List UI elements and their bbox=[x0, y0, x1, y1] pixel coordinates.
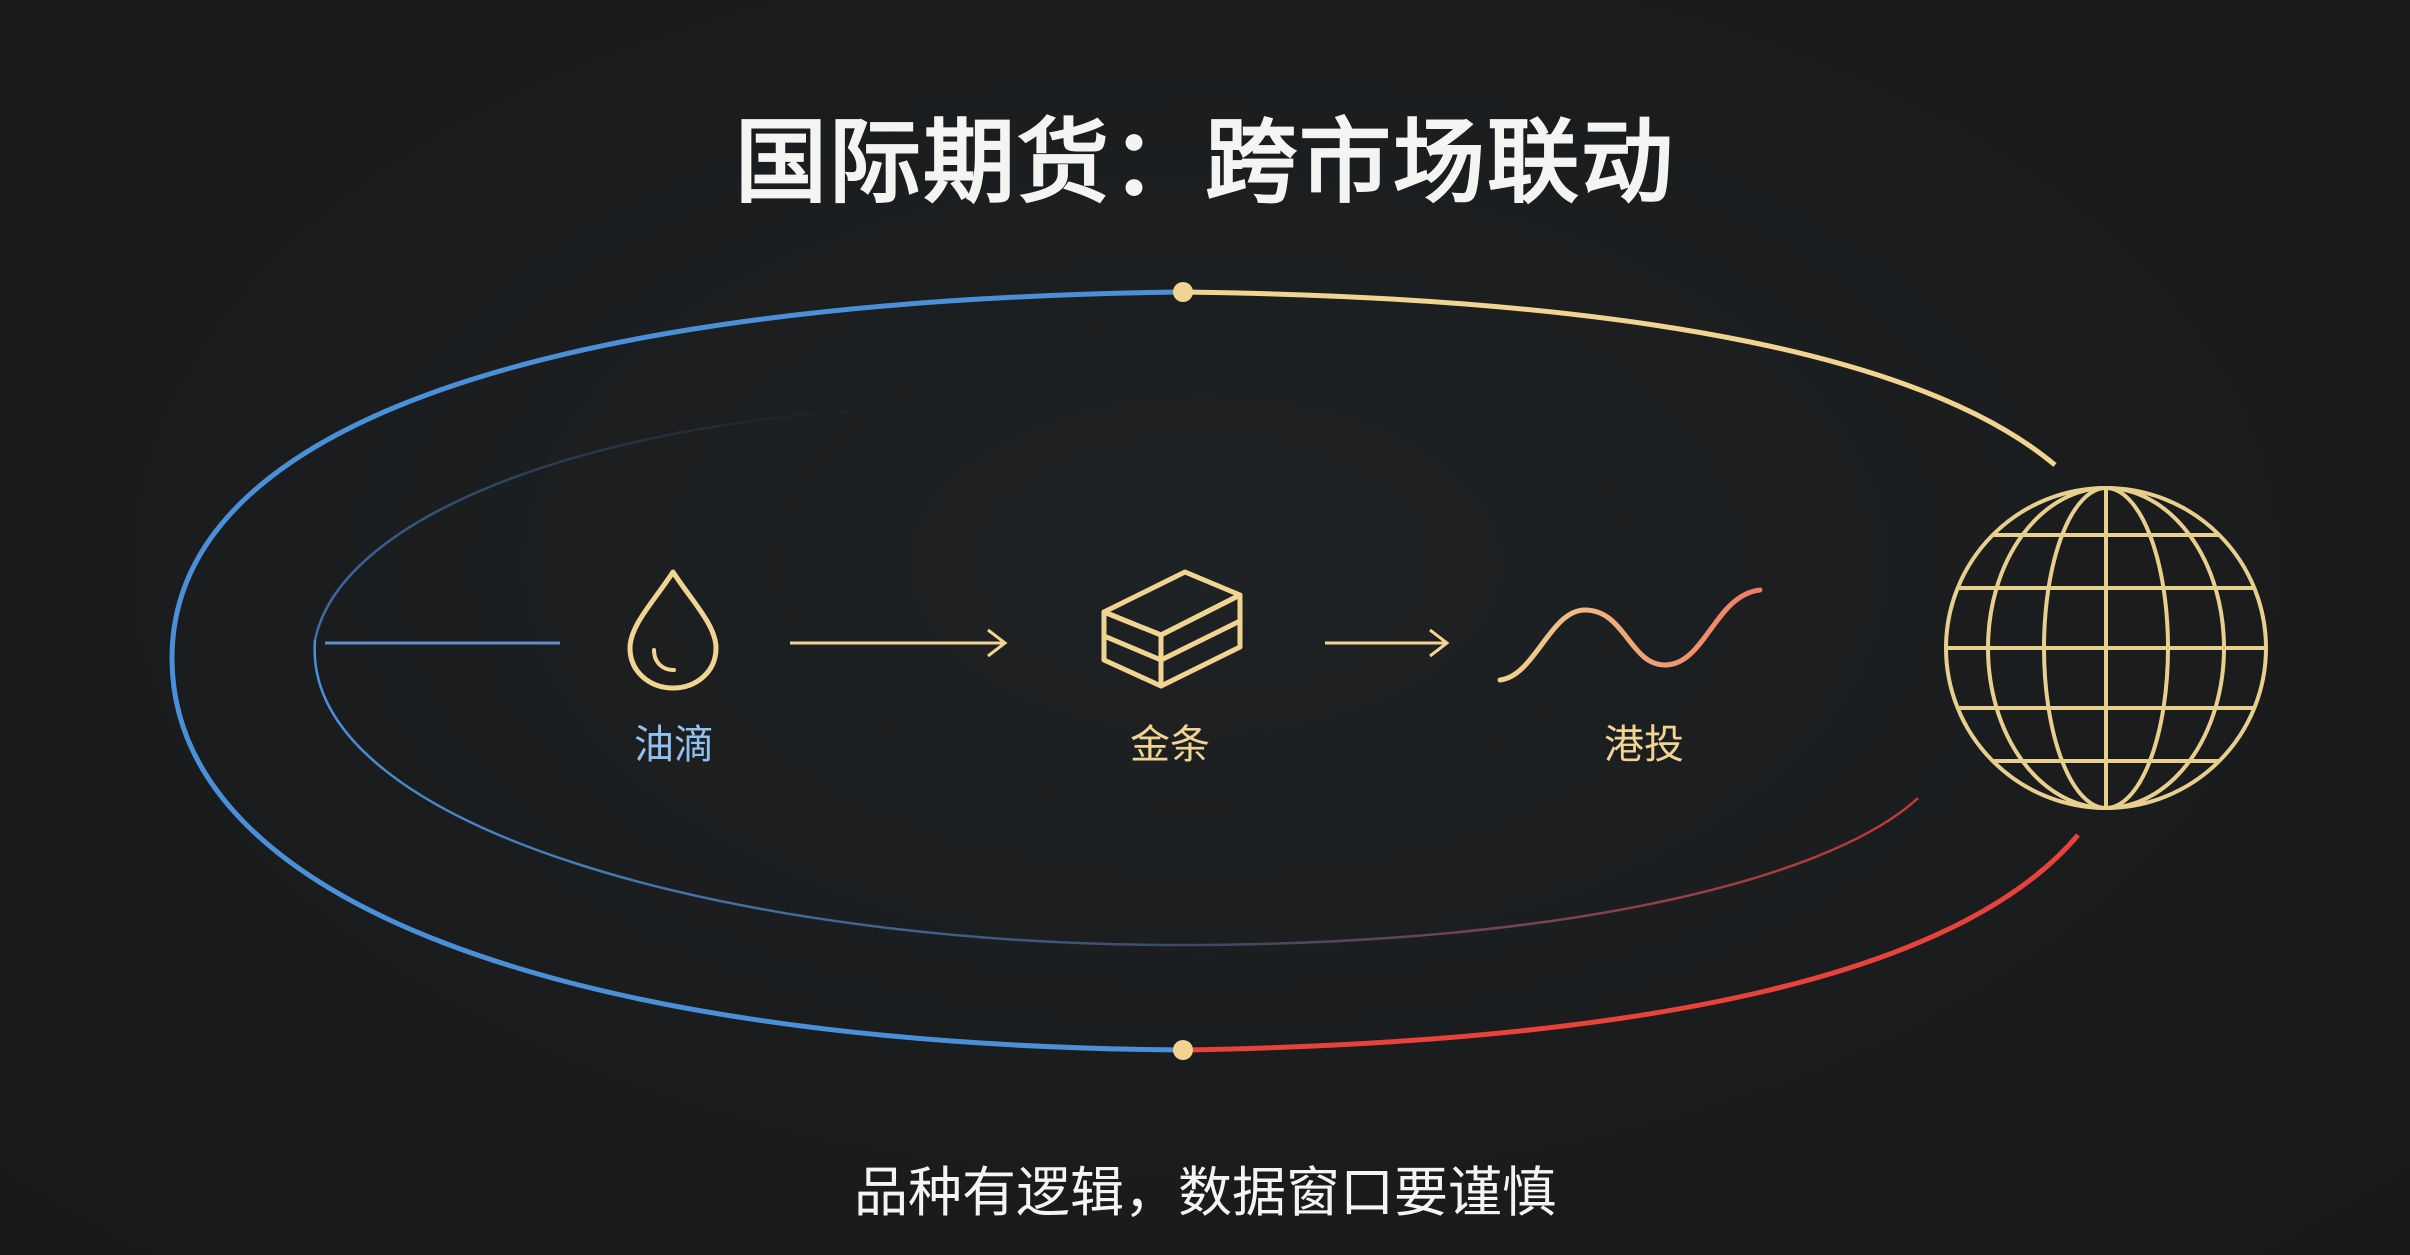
bottom-marker-dot bbox=[1173, 1040, 1193, 1060]
node-label-gold: 金条 bbox=[1130, 722, 1210, 768]
globe-icon bbox=[1944, 486, 2268, 810]
caption: 品种有逻辑，数据窗口要谨慎 bbox=[854, 1161, 1556, 1224]
wave-icon bbox=[1497, 587, 1763, 683]
outer-orbit-bottom-right bbox=[1182, 833, 2080, 1053]
top-marker-dot bbox=[1173, 282, 1193, 302]
flow-arrow-2-head bbox=[1429, 628, 1450, 658]
inner-orbit-bottom bbox=[313, 639, 1919, 947]
gold-bar-icon bbox=[1101, 569, 1243, 689]
node-label-hk-investment: 港投 bbox=[1604, 722, 1684, 768]
outer-orbit-left bbox=[169, 289, 1184, 1053]
flow-arrow-1-head bbox=[987, 628, 1008, 658]
inner-orbit-top bbox=[313, 408, 861, 641]
node-label-oil: 油滴 bbox=[634, 722, 714, 768]
outer-orbit-top-right bbox=[1182, 289, 2057, 467]
oil-drop-icon bbox=[627, 569, 719, 691]
page-title: 国际期货：跨市场联动 bbox=[734, 109, 1675, 216]
